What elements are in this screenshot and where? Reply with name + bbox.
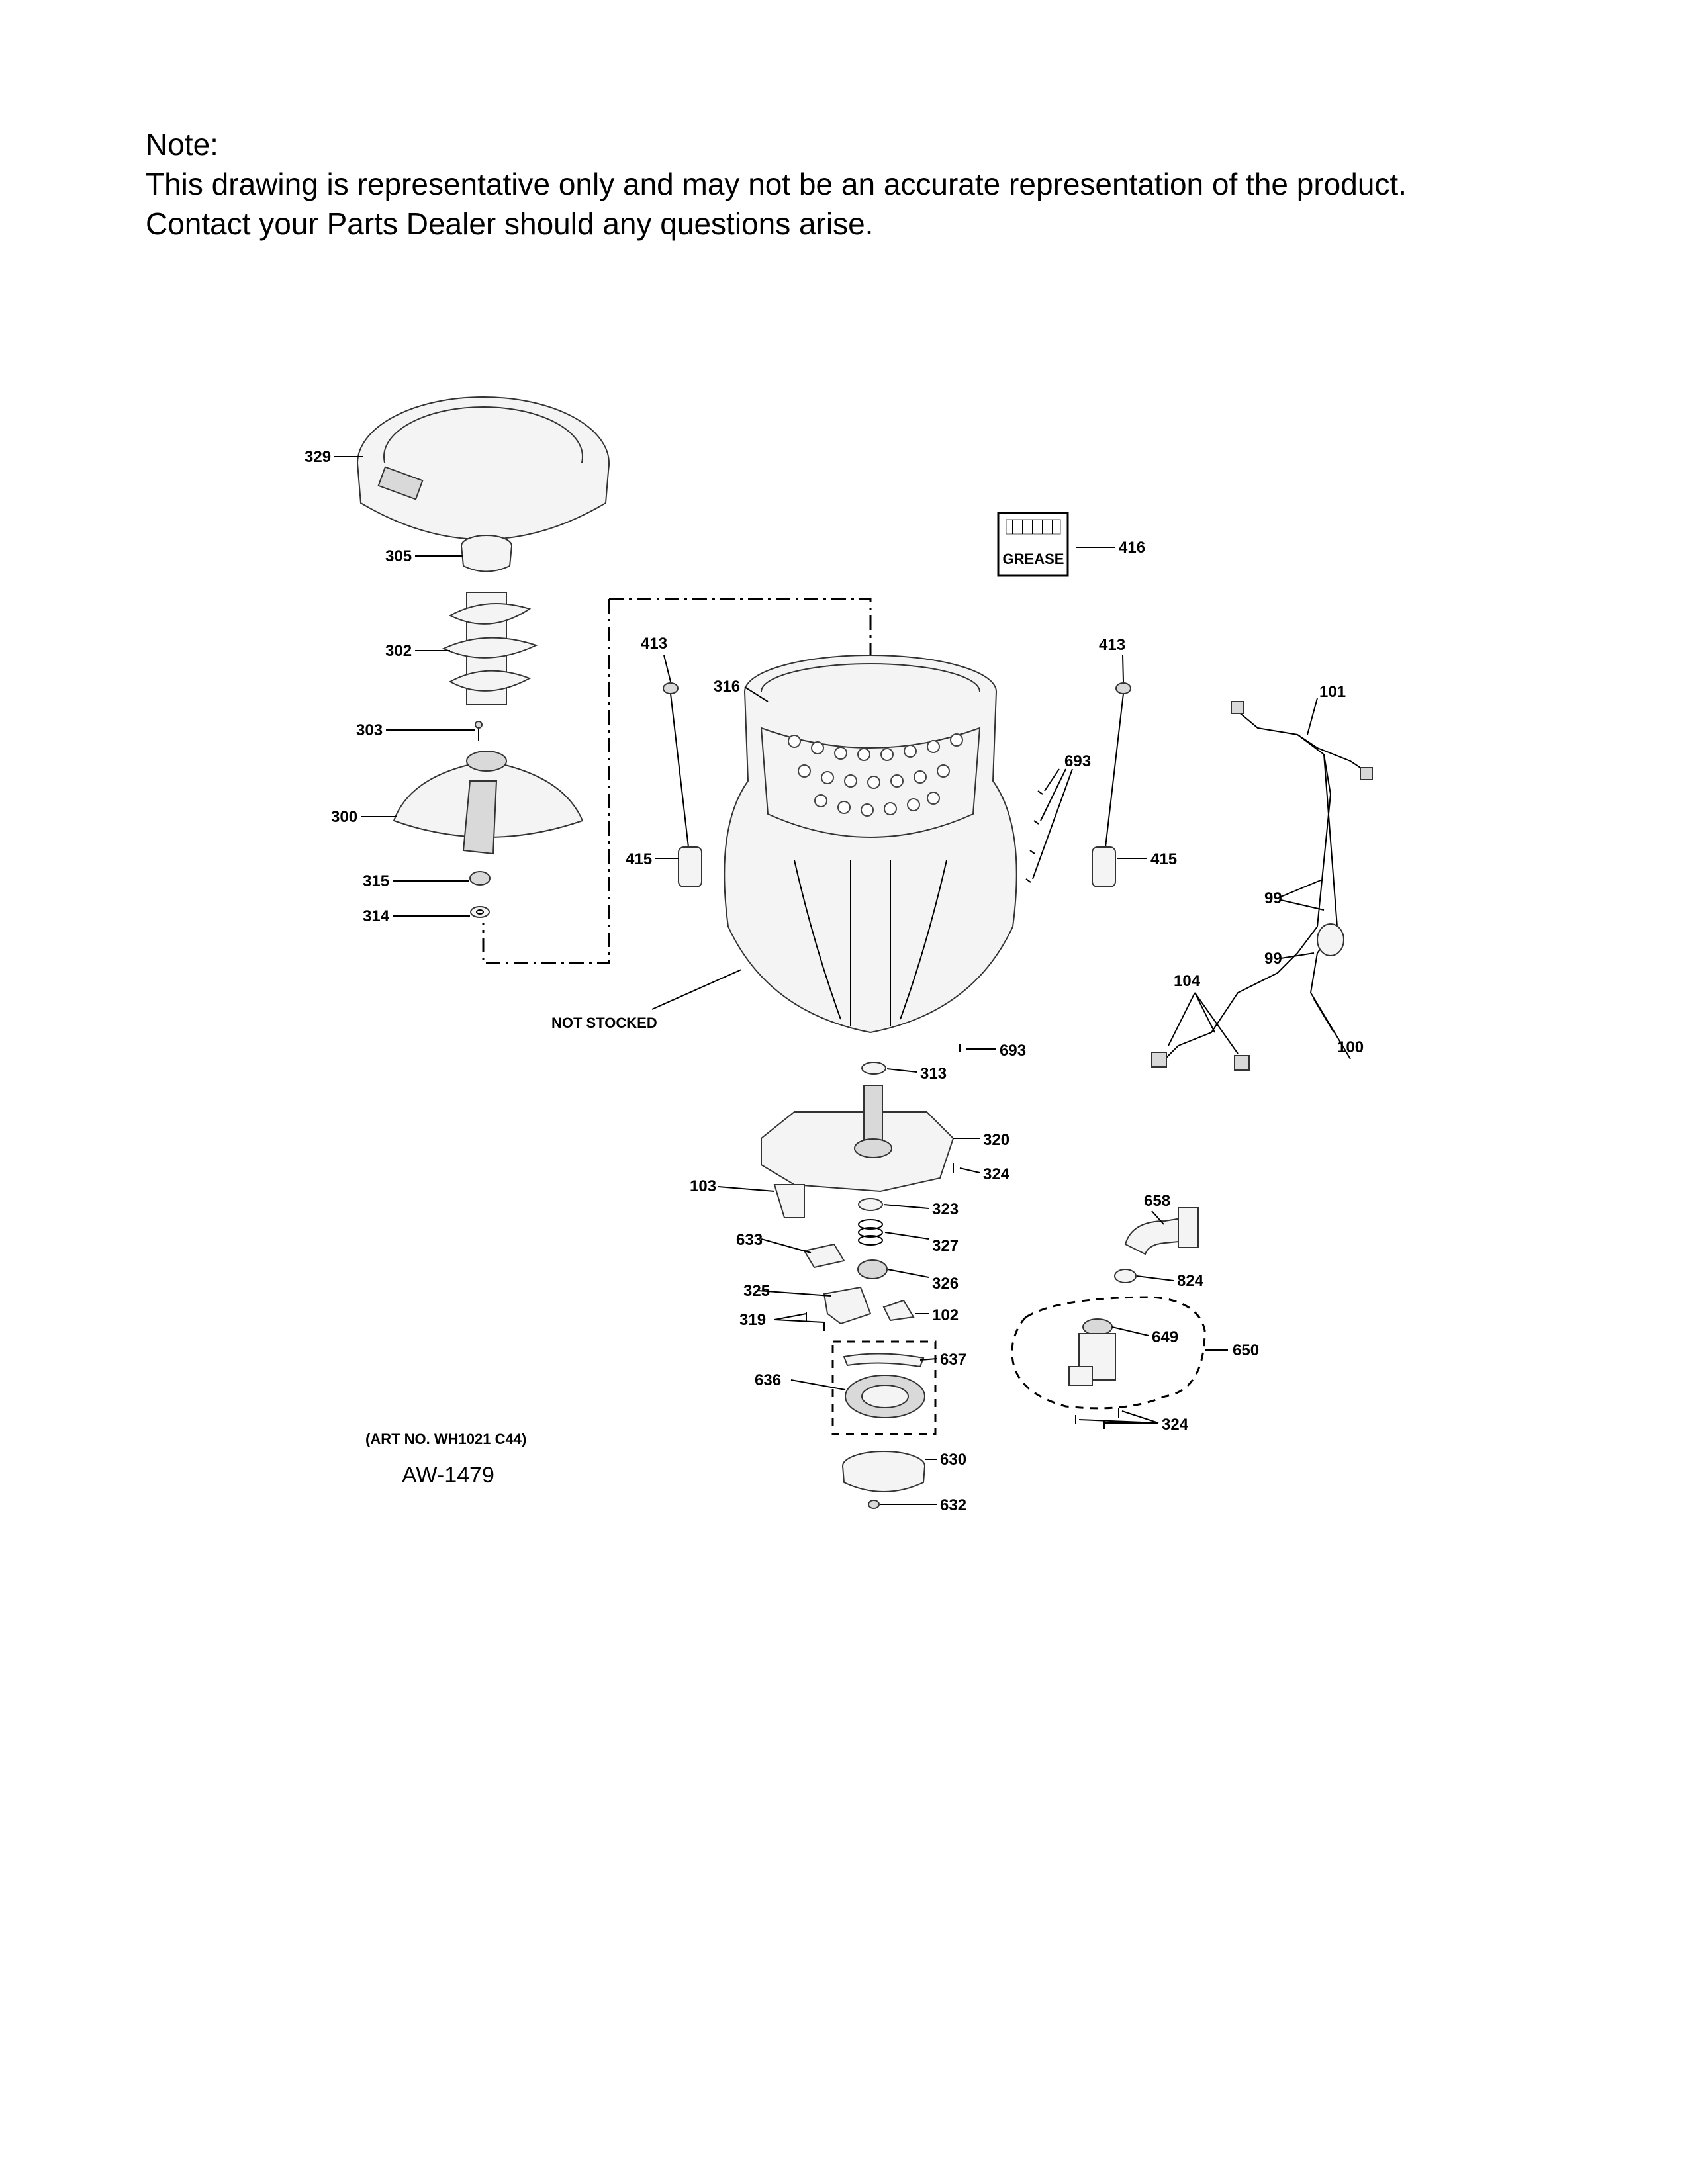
label-636: 636 (755, 1371, 781, 1389)
label-693-upper: 693 (1064, 752, 1091, 770)
part-326-coupler (857, 1259, 888, 1279)
label-305: 305 (385, 547, 412, 565)
assembly-bracket-top (609, 598, 872, 655)
label-415-right: 415 (1150, 850, 1177, 868)
label-326: 326 (932, 1275, 959, 1293)
label-313: 313 (920, 1065, 947, 1083)
part-labels: 329 305 302 303 300 315 314 416 413 413 … (305, 448, 1364, 1514)
part-329-tub-cover (357, 396, 610, 540)
label-413-right: 413 (1099, 636, 1125, 654)
part-824-clamp (1114, 1269, 1137, 1283)
label-327: 327 (932, 1237, 959, 1255)
label-316: 316 (714, 678, 740, 696)
label-824: 824 (1177, 1272, 1204, 1290)
part-313-seal (861, 1062, 886, 1075)
label-324-upper: 324 (983, 1165, 1010, 1183)
part-300-impeller (393, 751, 584, 855)
part-315-nut (469, 871, 491, 886)
part-637-stator-cover (843, 1353, 925, 1368)
part-basket-not-stocked (724, 655, 1017, 1034)
label-324-lower: 324 (1162, 1416, 1189, 1433)
label-319: 319 (739, 1311, 766, 1329)
label-101: 101 (1319, 683, 1346, 701)
label-99-upper: 99 (1264, 889, 1282, 907)
stator-rotor-group-box (831, 1340, 937, 1435)
part-102-bracket (882, 1299, 915, 1322)
part-323-ring (858, 1198, 883, 1211)
label-633: 633 (736, 1231, 763, 1249)
assembly-bracket-left (482, 599, 610, 964)
part-633-sensor (803, 1243, 845, 1269)
part-103-bracket (773, 1184, 805, 1218)
part-658-hose (1124, 1207, 1199, 1255)
part-303-screw (475, 721, 483, 741)
grease-label: GREASE (1003, 551, 1064, 567)
part-636-stator (845, 1375, 925, 1418)
part-325-shifter (823, 1286, 872, 1325)
label-303: 303 (356, 721, 383, 739)
label-315: 315 (363, 872, 389, 890)
label-302: 302 (385, 642, 412, 660)
part-630-rotor (842, 1451, 925, 1492)
part-632-nut (868, 1500, 880, 1509)
note-line-1: This drawing is representative only and … (146, 167, 1407, 201)
label-325: 325 (743, 1282, 770, 1300)
label-329: 329 (305, 448, 331, 466)
part-305-cap (461, 535, 512, 572)
note-line-2: Contact your Parts Dealer should any que… (146, 206, 874, 241)
leader-lines (334, 456, 1335, 1505)
label-314: 314 (363, 907, 390, 925)
label-413-left: 413 (641, 635, 667, 653)
basket-hole-pattern (788, 733, 963, 817)
part-649-pump-motor (1068, 1318, 1116, 1386)
label-649: 649 (1152, 1328, 1178, 1346)
label-not-stocked: NOT STOCKED (551, 1015, 657, 1031)
label-658: 658 (1144, 1192, 1170, 1210)
part-415-damper-right (1092, 846, 1116, 887)
label-637: 637 (940, 1351, 966, 1369)
pump-group-outline (1011, 1296, 1206, 1410)
label-650: 650 (1233, 1342, 1259, 1359)
part-101-99-100-104-wire-harness (1151, 701, 1373, 1071)
part-416-grease: GREASE (997, 512, 1069, 577)
note-block: Note: This drawing is representative onl… (146, 124, 1407, 244)
label-323: 323 (932, 1201, 959, 1218)
label-630: 630 (940, 1451, 966, 1469)
label-99-lower: 99 (1264, 950, 1282, 968)
label-416: 416 (1119, 539, 1145, 557)
part-327-spring (858, 1219, 883, 1246)
label-632: 632 (940, 1496, 966, 1514)
part-415-damper-left (678, 846, 702, 887)
part-693-pins (959, 790, 1043, 1052)
label-102: 102 (932, 1306, 959, 1324)
part-302-auger (442, 592, 538, 705)
label-300: 300 (331, 808, 357, 826)
part-413-rod-right (1105, 682, 1131, 848)
label-100: 100 (1337, 1038, 1364, 1056)
art-number: (ART NO. WH1021 C44) (365, 1431, 526, 1447)
note-heading: Note: (146, 127, 218, 161)
label-693-lower: 693 (1000, 1042, 1026, 1060)
part-324-screws-lower (1075, 1408, 1119, 1429)
part-314-washer (470, 906, 490, 918)
label-415-left: 415 (626, 850, 652, 868)
aw-code: AW-1479 (402, 1463, 494, 1488)
label-104: 104 (1174, 972, 1201, 990)
label-320: 320 (983, 1131, 1009, 1149)
part-320-mounting-plate (761, 1085, 955, 1193)
label-103: 103 (690, 1177, 716, 1195)
part-413-rod-left (663, 682, 689, 848)
